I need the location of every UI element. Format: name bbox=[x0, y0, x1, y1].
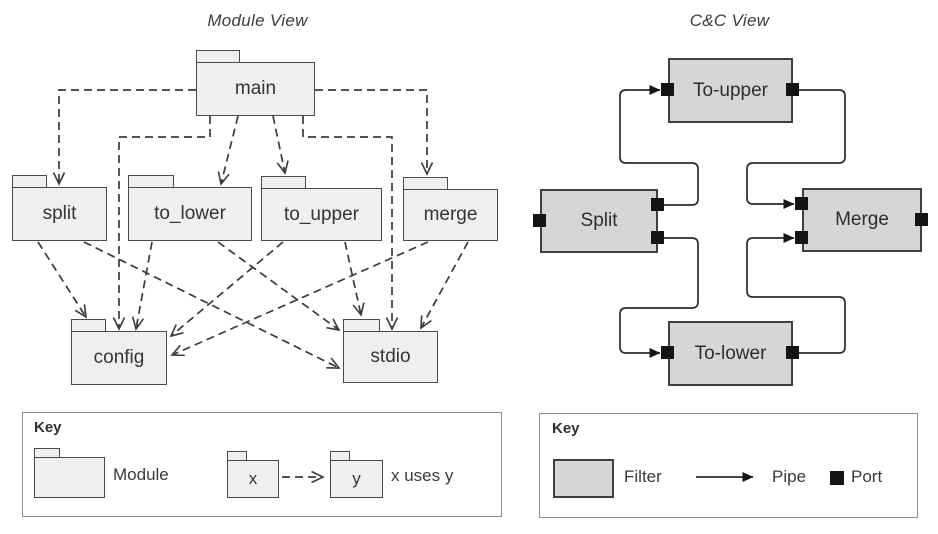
key-port-symbol bbox=[830, 471, 844, 485]
filter-label: Split bbox=[580, 210, 618, 231]
port-merge-in-bottom bbox=[795, 231, 808, 244]
port-split-out-top bbox=[651, 198, 664, 211]
port-to-upper-out bbox=[786, 83, 799, 96]
filter-to-upper: To-upper bbox=[668, 58, 793, 123]
key-module-label: Module bbox=[113, 465, 169, 484]
edge-main-uses-to-upper bbox=[272, 115, 289, 175]
edge-main-uses-to-lower bbox=[217, 115, 239, 186]
module-to-lower: to_lower bbox=[128, 175, 252, 241]
filter-label: To-upper bbox=[693, 79, 768, 101]
module-merge: merge bbox=[403, 177, 498, 241]
filter-label: Merge bbox=[835, 209, 889, 230]
edge-to-lower-uses-stdio bbox=[217, 241, 341, 332]
key-filter-label: Filter bbox=[624, 467, 662, 486]
filter-split: Split bbox=[540, 189, 658, 253]
filter-merge: Merge bbox=[802, 188, 922, 252]
key-y-module: y bbox=[330, 451, 383, 498]
module-view-title: Module View bbox=[207, 11, 308, 30]
key-port-label: Port bbox=[851, 467, 883, 486]
module-key-box: Key Module x y x uses y bbox=[22, 412, 502, 517]
module-label: config bbox=[71, 331, 167, 385]
cc-key-box: Key Filter Pipe Port bbox=[539, 413, 918, 518]
module-config: config bbox=[71, 319, 167, 385]
module-split: split bbox=[12, 175, 107, 241]
edge-split-uses-config bbox=[37, 241, 87, 319]
module-key-title: Key bbox=[34, 419, 62, 436]
module-stdio: stdio bbox=[343, 319, 438, 383]
port-to-lower-out bbox=[786, 346, 799, 359]
filter-to-lower: To-lower bbox=[668, 321, 793, 386]
module-label: split bbox=[12, 187, 107, 241]
edge-to-upper-uses-config bbox=[169, 241, 284, 338]
key-x-label: x bbox=[227, 460, 279, 498]
module-label: main bbox=[196, 62, 315, 116]
filter-label: To-lower bbox=[694, 342, 767, 364]
port-merge-out bbox=[915, 213, 928, 226]
module-to-upper: to_upper bbox=[261, 176, 382, 241]
edge-main-uses-split bbox=[52, 89, 196, 186]
edge-to-lower-uses-config bbox=[131, 241, 153, 331]
module-label: merge bbox=[403, 189, 498, 241]
edge-main-uses-merge bbox=[315, 89, 434, 176]
module-label: to_upper bbox=[261, 188, 382, 241]
key-uses-label: x uses y bbox=[391, 466, 454, 485]
key-pipe-label: Pipe bbox=[772, 467, 807, 486]
port-to-upper-in bbox=[661, 83, 674, 96]
module-main: main bbox=[196, 50, 315, 116]
edge-merge-uses-stdio bbox=[420, 241, 469, 330]
port-split-out-bottom bbox=[651, 231, 664, 244]
port-to-lower-in bbox=[661, 346, 674, 359]
key-y-label: y bbox=[330, 460, 383, 498]
port-merge-in-top bbox=[795, 197, 808, 210]
key-filter-symbol bbox=[553, 459, 614, 498]
port-split-in bbox=[533, 214, 546, 227]
edge-to-upper-uses-stdio bbox=[344, 241, 365, 317]
folder-body bbox=[34, 457, 105, 498]
key-module-symbol bbox=[34, 448, 105, 498]
module-label: stdio bbox=[343, 331, 438, 383]
cc-view-title: C&C View bbox=[689, 11, 770, 30]
module-label: to_lower bbox=[128, 187, 252, 241]
cc-key-title: Key bbox=[552, 420, 580, 437]
key-x-module: x bbox=[227, 451, 279, 498]
